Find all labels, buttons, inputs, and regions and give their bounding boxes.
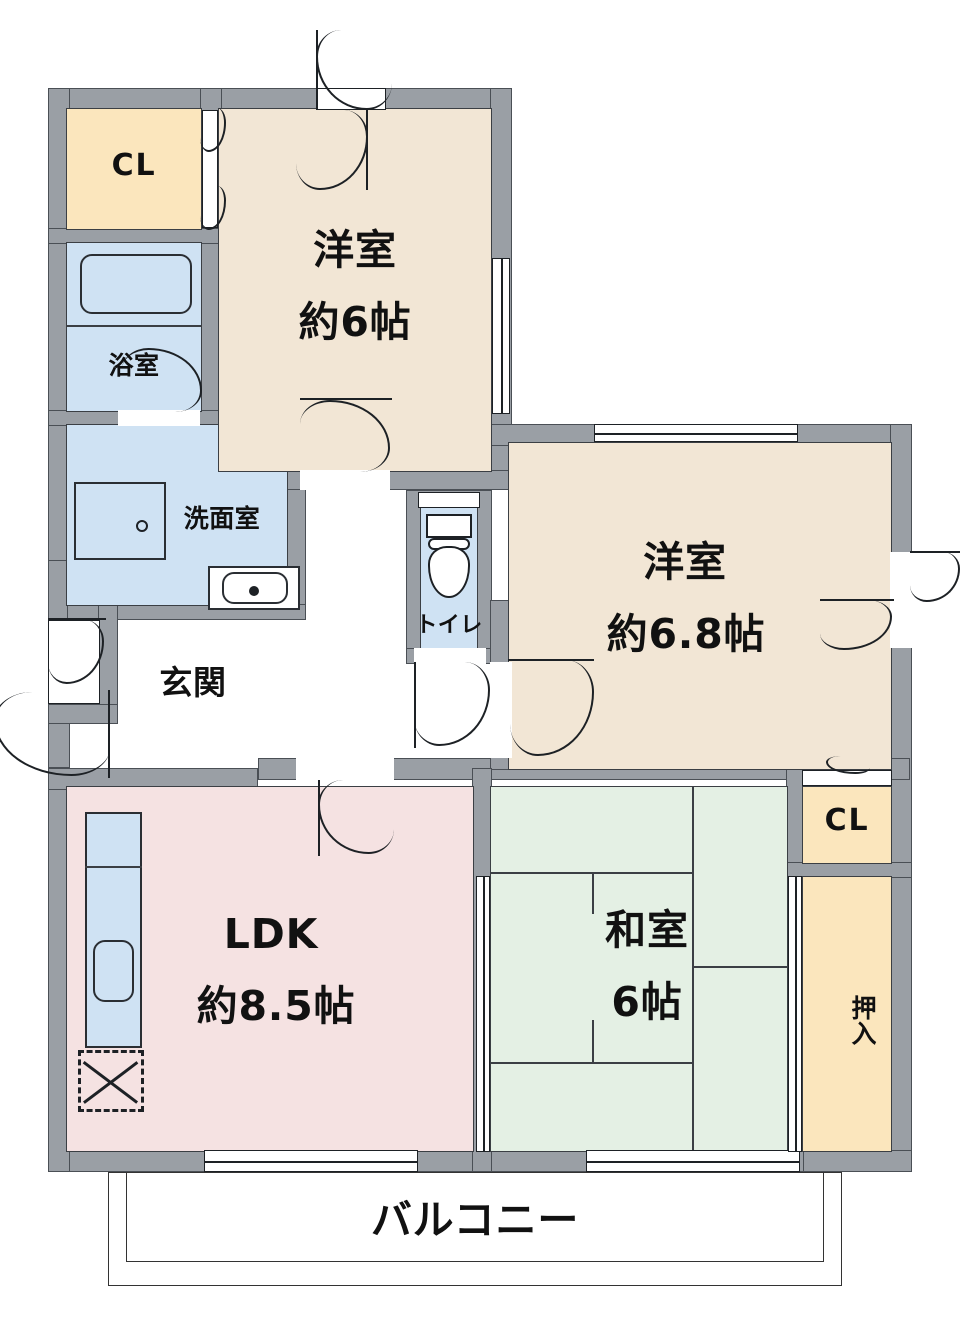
tatami-line-3 (692, 786, 694, 1152)
toilet-tank-icon (426, 514, 472, 538)
door-leaf-yoshitsu6-north-inner (366, 110, 368, 190)
door-slot-toilet (414, 648, 486, 664)
label-washroom: 洗面室 (183, 504, 261, 533)
door-arc-toilet (414, 662, 490, 746)
window-washitsu-south (586, 1150, 800, 1172)
kitchen-counter-divider (85, 866, 142, 868)
room-closet-top (66, 108, 202, 230)
door-leaf-genkan (108, 690, 110, 778)
label-closet-right: CL (824, 803, 870, 838)
label-yoshitsu68-name: 洋室 (643, 538, 727, 586)
door-leaf-washroom (48, 618, 106, 620)
label-ldk-name: LDK (223, 910, 319, 958)
door-slot-yoshitsu68-west (490, 662, 512, 758)
kitchen-sink-icon (93, 940, 134, 1002)
door-leaf-ldk (318, 780, 320, 856)
tatami-line-4 (592, 872, 594, 914)
label-bathroom: 浴室 (108, 351, 160, 380)
tatami-line-5 (592, 1020, 594, 1062)
sliding-door-ldk-washitsu (476, 876, 490, 1152)
door-slot-ldk (296, 758, 394, 780)
kitchen-counter-icon (85, 812, 142, 1048)
door-arc-yoshitsu68-east-outer (910, 552, 960, 602)
label-oshiire: 押入 (848, 994, 877, 1046)
wall-outer-top-left (48, 88, 512, 110)
door-arc-closet-right (826, 756, 870, 774)
window-ldk-south (204, 1150, 418, 1172)
label-yoshitsu6-area: 約6帖 (298, 298, 412, 346)
room-closet-right (802, 786, 892, 864)
door-leaf-yoshitsu68-west (508, 659, 594, 661)
label-closet-top: CL (111, 148, 157, 183)
door-slot-yoshitsu68-east (890, 552, 912, 648)
drain-icon (136, 520, 148, 532)
toilet-bowl-icon (428, 546, 470, 598)
door-slot-yoshitsu6-south (300, 470, 390, 490)
door-leaf-toilet (414, 662, 416, 748)
label-balcony: バルコニー (370, 1196, 580, 1244)
label-toilet: トイレ (415, 613, 483, 638)
window-yoshitsu6-east (492, 258, 510, 414)
balcony-inner (126, 1172, 824, 1262)
label-yoshitsu68-area: 約6.8帖 (606, 610, 766, 658)
opening-toilet-top (418, 492, 480, 508)
fusuma-oshiire (788, 876, 802, 1152)
door-leaf-yoshitsu68-east-outer (910, 551, 960, 553)
door-arc-genkan (0, 692, 110, 776)
window-yoshitsu68-north (594, 424, 798, 442)
wall-washroom-notch (48, 560, 68, 620)
door-leaf-yoshitsu68-east-inner (820, 599, 894, 601)
door-leaf-yoshitsu6-north-outer (316, 30, 318, 110)
washbasin-tap-icon (249, 586, 259, 596)
label-yoshitsu6-name: 洋室 (313, 226, 397, 274)
room-washitsu (490, 786, 788, 1152)
label-washitsu-name: 和室 (605, 906, 689, 954)
wall-outer-right (890, 424, 912, 1172)
door-arc-cl-top-b (200, 186, 226, 230)
room-oshiire (802, 876, 892, 1152)
door-arc-cl-top-a (200, 108, 226, 152)
bathtub-icon (80, 254, 192, 314)
refrigerator-space-icon (78, 1050, 144, 1112)
tatami-line-2 (490, 1062, 694, 1064)
washing-machine-space-icon (74, 482, 166, 560)
label-ldk-area: 約8.5帖 (196, 982, 356, 1030)
door-slot-bath (118, 410, 200, 426)
door-leaf-yoshitsu6-south (300, 398, 392, 400)
label-washitsu-area: 6帖 (611, 978, 683, 1026)
label-entrance: 玄関 (159, 663, 227, 702)
tatami-line-6 (692, 966, 788, 968)
